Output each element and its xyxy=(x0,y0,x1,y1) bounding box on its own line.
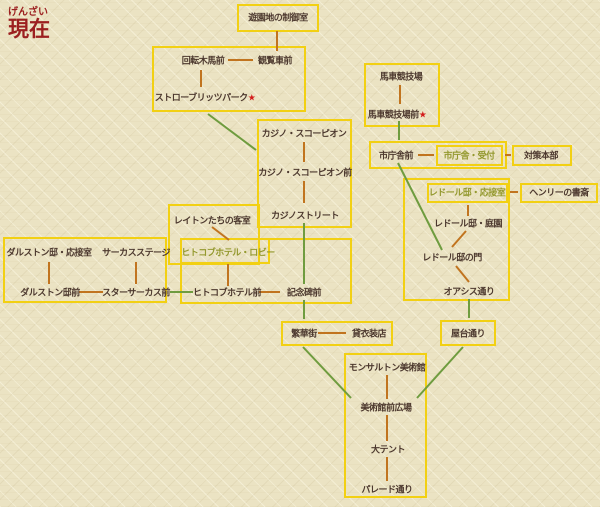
map-node-museum-plaza[interactable]: 美術館前広場 xyxy=(360,403,412,414)
map-node-ferris-wheel-front[interactable]: 観覧車前 xyxy=(257,56,293,67)
map-node-monument-front[interactable]: 記念碑前 xyxy=(286,288,322,299)
map-node-circus-stage[interactable]: サーカスステージ xyxy=(102,248,170,259)
map-node-oasis-street[interactable]: オアシス通り xyxy=(443,287,495,298)
map-node-layton-guestroom[interactable]: レイトンたちの客室 xyxy=(173,216,251,227)
box-control-room xyxy=(237,4,319,32)
map-node-label: ストローブリッツパーク xyxy=(154,93,248,104)
map-node-casino-scorpion-front[interactable]: カジノ・スコーピオン前 xyxy=(258,168,352,179)
star-icon: ★ xyxy=(418,110,427,121)
map-node-label: 馬車競技場前 xyxy=(367,110,420,121)
map-node-star-circus-front[interactable]: スターサーカス前 xyxy=(102,288,170,299)
box-guestroom xyxy=(168,204,260,265)
map-node-city-hall-front[interactable]: 市庁舎前 xyxy=(378,151,414,162)
map-node-big-tent[interactable]: 大テント xyxy=(370,445,406,456)
box-henrys-study xyxy=(520,183,598,203)
map-node-carousel-front[interactable]: 回転木馬前 xyxy=(181,56,225,67)
map-node-hotel-front[interactable]: ヒトコブホテル前 xyxy=(192,288,262,299)
map-node-stadium[interactable]: 馬車競技場 xyxy=(379,72,423,83)
map-node-city-hall-reception[interactable]: 市庁舎・受付 xyxy=(443,151,495,162)
box-downtown xyxy=(281,321,393,346)
box-hq xyxy=(512,145,572,166)
map-node-stroblitz-park[interactable]: ストローブリッツパーク★ xyxy=(155,91,256,104)
map-node-dalston-front[interactable]: ダルストン邸前 xyxy=(20,288,80,299)
map-node-hotel-lobby[interactable]: ヒトコブホテル・ロビー xyxy=(181,248,275,259)
connector-green xyxy=(207,113,257,151)
box-city-hall-reception xyxy=(436,145,503,166)
map-node-parade-street[interactable]: パレード通り xyxy=(361,485,413,496)
map-node-downtown[interactable]: 繁華街 xyxy=(291,329,317,340)
map-node-ledore-garden[interactable]: レドール邸・庭園 xyxy=(433,219,503,230)
box-amusement-park xyxy=(152,46,306,112)
header-furigana: げんざい xyxy=(8,7,48,18)
box-stadium xyxy=(364,63,440,127)
star-icon: ★ xyxy=(247,93,256,104)
map-node-ledore-gate[interactable]: レドール邸の門 xyxy=(422,253,482,264)
map-node-dalston-drawing-room[interactable]: ダルストン邸・応接室 xyxy=(6,248,92,259)
box-museum-district xyxy=(344,353,427,498)
map-node-costume-shop[interactable]: 貸衣装店 xyxy=(351,329,387,340)
map-node-hq[interactable]: 対策本部 xyxy=(523,151,559,162)
map-node-casino-street[interactable]: カジノストリート xyxy=(271,211,339,222)
map-node-control-room[interactable]: 遊園地の制御室 xyxy=(248,13,308,24)
map-node-henrys-study[interactable]: ヘンリーの書斎 xyxy=(529,188,589,199)
box-stall-street xyxy=(440,320,496,346)
map-node-casino-scorpion[interactable]: カジノ・スコーピオン xyxy=(261,129,347,140)
map-node-stadium-front[interactable]: 馬車競技場前★ xyxy=(368,108,427,121)
map-node-museum[interactable]: モンサルトン美術館 xyxy=(348,363,426,374)
current-location-header: げんざい 現在 xyxy=(8,3,50,40)
box-circus xyxy=(3,237,167,303)
page-title: 現在 xyxy=(8,17,50,41)
map-node-ledore-drawing-room[interactable]: レドール邸・応接室 xyxy=(428,188,506,199)
map-node-stall-street[interactable]: 屋台通り xyxy=(450,329,486,340)
